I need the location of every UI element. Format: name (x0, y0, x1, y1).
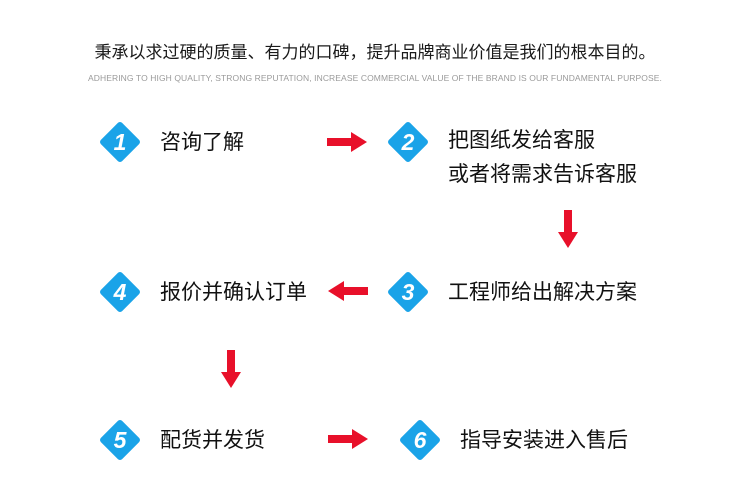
page-title: 秉承以求过硬的质量、有力的口碑，提升品牌商业价值是我们的根本目的。 (94, 43, 656, 63)
step-number: 4 (113, 279, 127, 305)
step-label-line: 把图纸发给客服 (448, 128, 595, 152)
step-5: 5 配货并发货 (98, 418, 265, 462)
arrow-down-icon (221, 350, 241, 388)
step-number: 6 (413, 427, 427, 453)
step-label-line: 配货并发货 (160, 428, 265, 452)
step-badge: 5 (98, 418, 142, 462)
step-4: 4 报价并确认订单 (98, 270, 307, 314)
step-label: 工程师给出解决方案 (448, 275, 637, 309)
step-number: 1 (113, 129, 127, 155)
step-badge: 4 (98, 270, 142, 314)
step-1: 1 咨询了解 (98, 120, 244, 164)
step-label: 指导安装进入售后 (460, 423, 628, 457)
step-label-line: 指导安装进入售后 (460, 428, 628, 452)
step-badge: 2 (386, 120, 430, 164)
step-label: 咨询了解 (160, 125, 244, 159)
step-label-line: 工程师给出解决方案 (448, 280, 637, 304)
step-number: 5 (113, 427, 127, 453)
arrow-right-icon (328, 429, 368, 449)
step-badge: 1 (98, 120, 142, 164)
step-number: 3 (401, 279, 415, 305)
arrow-left-icon (328, 281, 368, 301)
step-label: 把图纸发给客服 或者将需求告诉客服 (448, 123, 637, 191)
step-2: 2 把图纸发给客服 或者将需求告诉客服 (386, 120, 637, 191)
step-label-line: 咨询了解 (160, 130, 244, 154)
step-number: 2 (401, 129, 415, 155)
step-6: 6 指导安装进入售后 (398, 418, 628, 462)
step-label-line: 或者将需求告诉客服 (448, 162, 637, 186)
page-subtitle: ADHERING TO HIGH QUALITY, STRONG REPUTAT… (87, 73, 663, 83)
step-badge: 6 (398, 418, 442, 462)
step-label-line: 报价并确认订单 (160, 280, 307, 304)
arrow-right-icon (327, 132, 367, 152)
arrow-down-icon (558, 210, 578, 248)
step-badge: 3 (386, 270, 430, 314)
step-label: 配货并发货 (160, 423, 265, 457)
step-3: 3 工程师给出解决方案 (386, 270, 637, 314)
step-label: 报价并确认订单 (160, 275, 307, 309)
